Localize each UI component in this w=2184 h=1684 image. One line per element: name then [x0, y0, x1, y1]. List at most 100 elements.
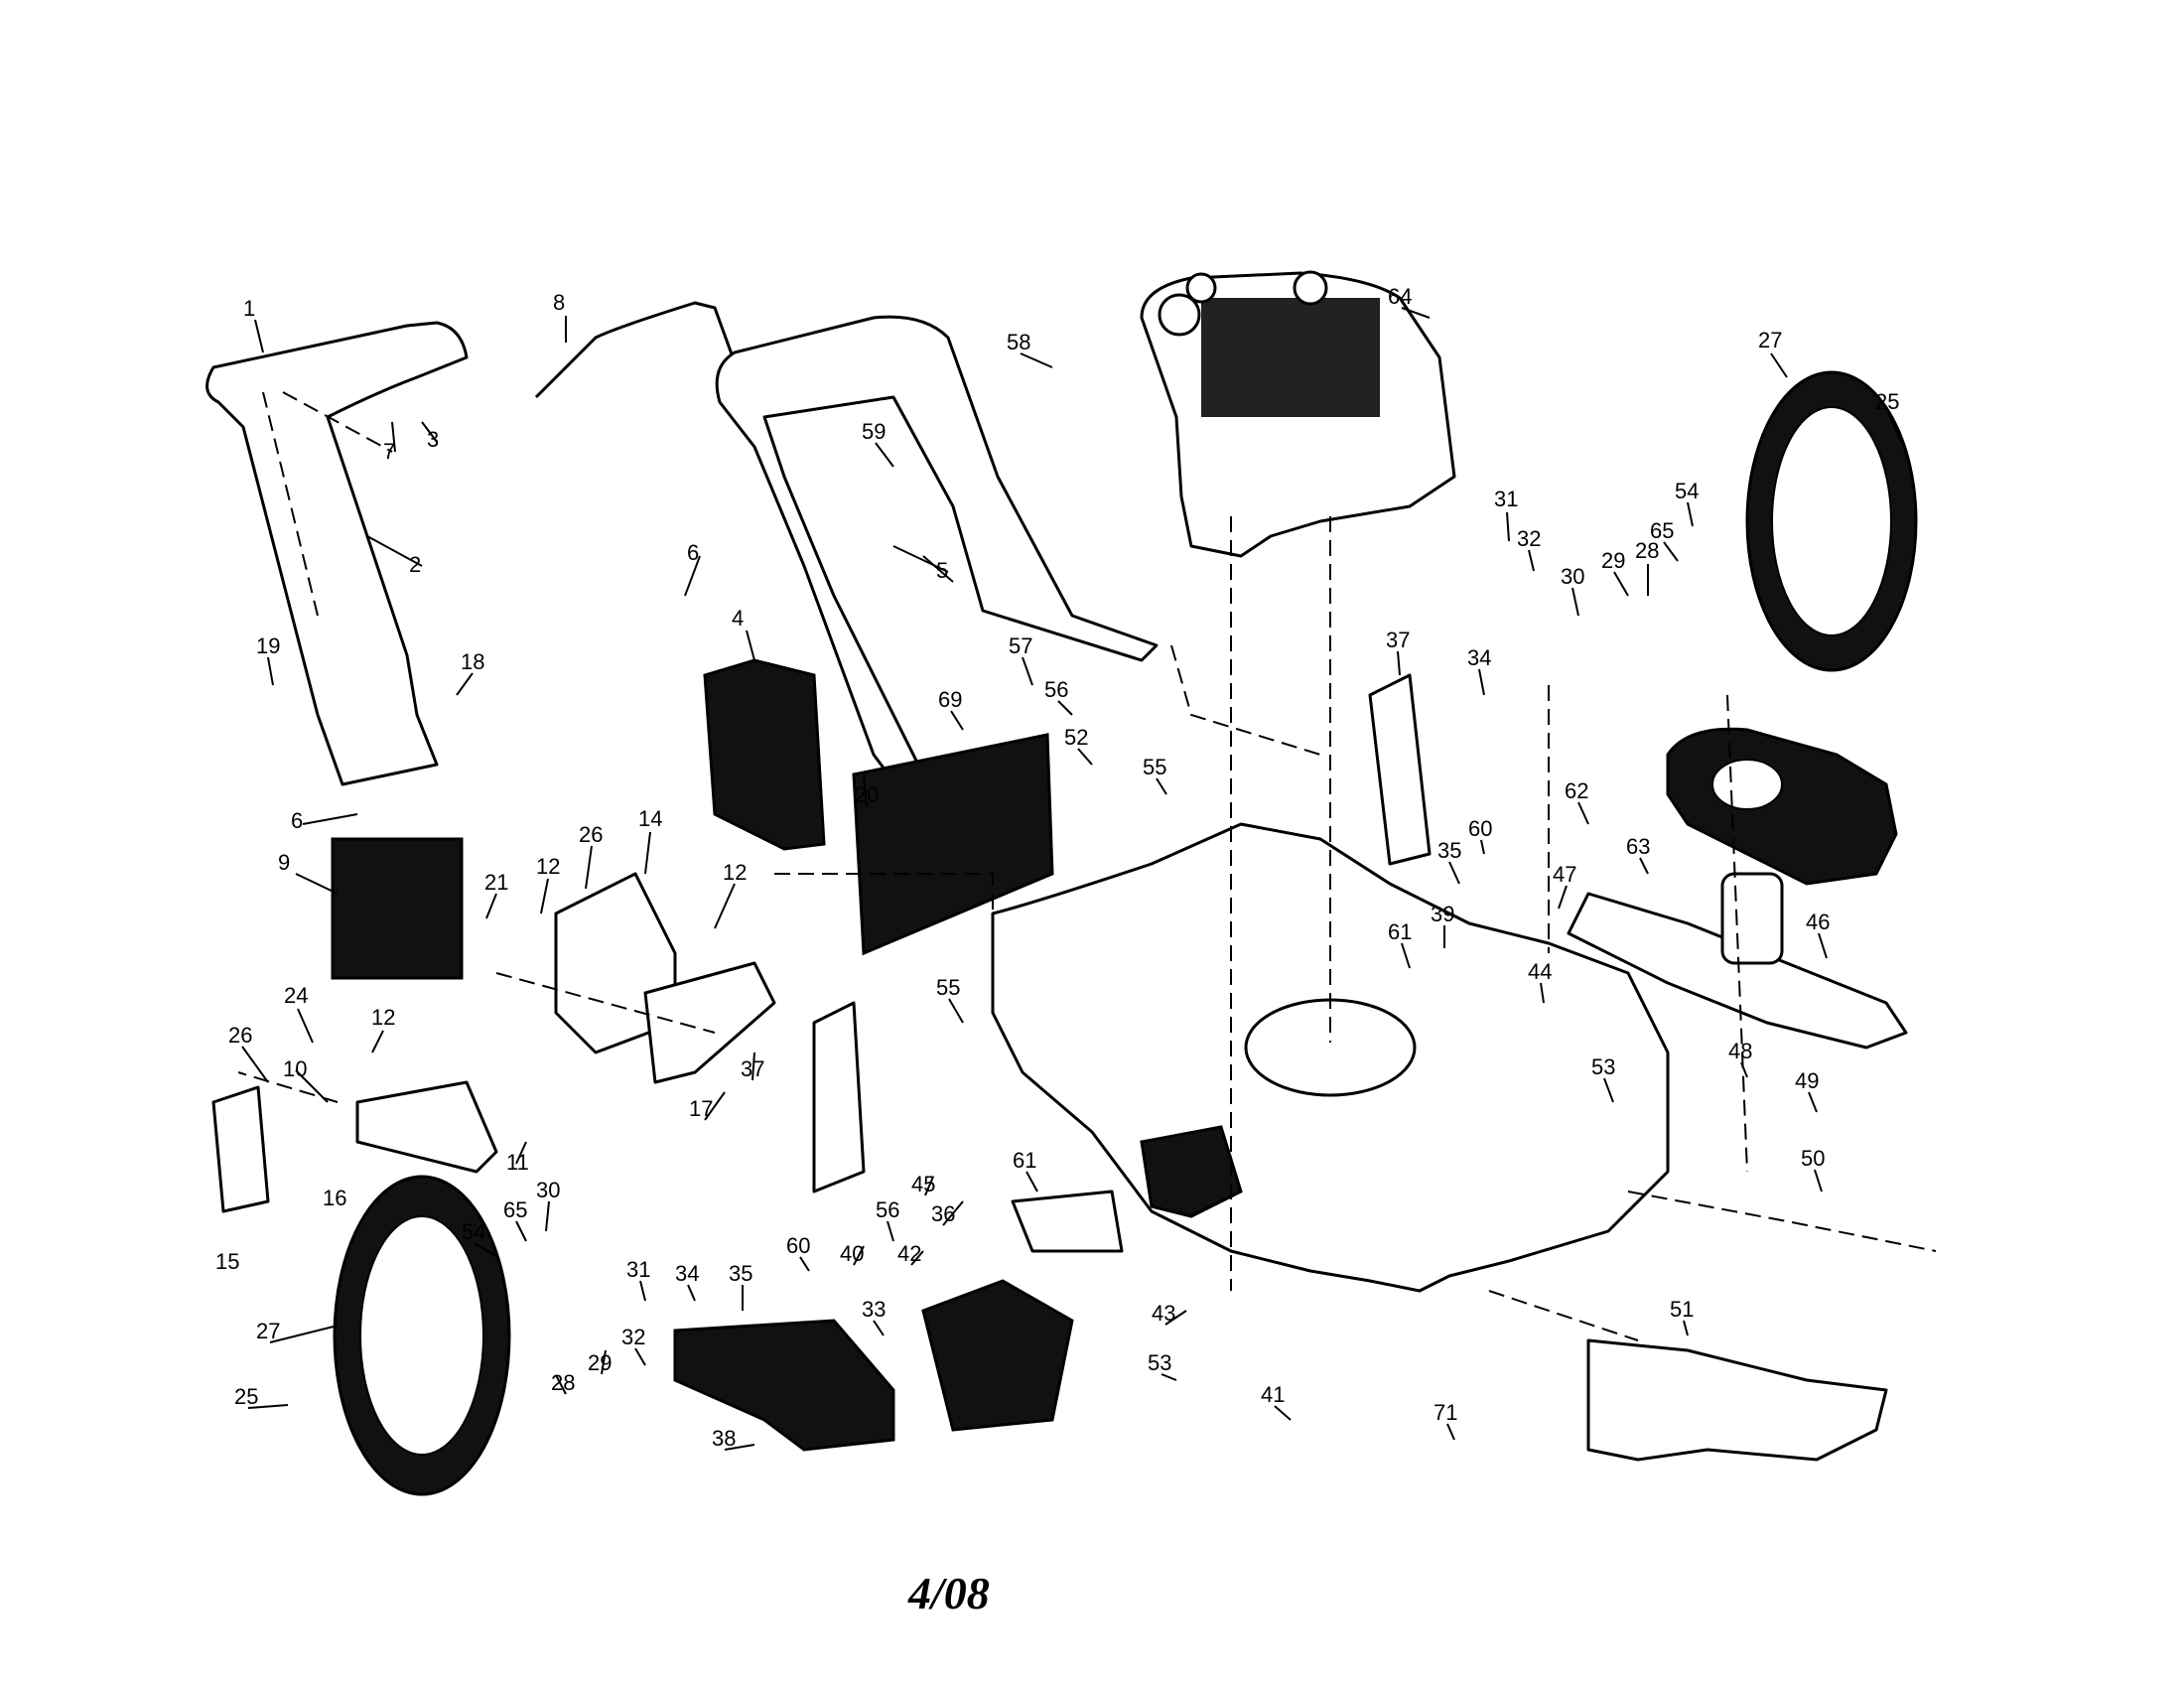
- leader-line: [254, 319, 264, 353]
- callout-label: 53: [1148, 1350, 1171, 1375]
- assembly-line-4: [1170, 644, 1321, 756]
- callout-label: 16: [323, 1186, 346, 1210]
- callout-label: 28: [551, 1370, 575, 1395]
- callout-label: 34: [1467, 645, 1491, 670]
- leader-line: [910, 1250, 924, 1266]
- leader-line: [1613, 571, 1629, 597]
- leader-line: [1683, 1320, 1689, 1336]
- callout-label: 20: [855, 782, 879, 807]
- callout-label: 12: [723, 860, 747, 885]
- callout-label: 39: [1431, 902, 1454, 926]
- callout-label: 50: [1801, 1146, 1825, 1171]
- engine-fuel-cap: [1293, 270, 1328, 306]
- leader-line: [1057, 700, 1073, 716]
- callout-label: 71: [1433, 1400, 1457, 1425]
- callout-label: 3: [427, 427, 439, 452]
- leader-line: [601, 1349, 607, 1375]
- callout-label: 12: [371, 1005, 395, 1030]
- leader-line: [1160, 1373, 1177, 1381]
- leader-line: [873, 1320, 885, 1336]
- leader-line: [474, 1242, 497, 1257]
- height-adjuster-39: [1368, 673, 1432, 866]
- leader-line: [1571, 587, 1579, 617]
- callout-label: 37: [1386, 628, 1410, 652]
- callout-label: 19: [256, 633, 280, 658]
- assembly-line-7: [1627, 1191, 1937, 1252]
- leader-line: [1478, 668, 1485, 696]
- axle-36: [1011, 1190, 1124, 1253]
- leader-line: [687, 1284, 696, 1302]
- rear-door: [852, 733, 1054, 956]
- callout-label: 21: [484, 870, 508, 895]
- leader-line: [241, 1046, 269, 1083]
- leader-line: [853, 1245, 865, 1266]
- callout-label: 31: [1494, 487, 1518, 511]
- callout-label: 57: [1009, 633, 1032, 658]
- callout-label: 54: [462, 1219, 485, 1244]
- callout-label: 34: [675, 1261, 699, 1286]
- leader-line: [1506, 511, 1510, 542]
- leader-line: [585, 845, 593, 890]
- leader-line: [1577, 801, 1589, 825]
- leader-line: [1808, 1091, 1818, 1113]
- leader-line: [1164, 1310, 1187, 1326]
- deck-discharge-opening: [1140, 1125, 1243, 1218]
- callout-label: 6: [687, 540, 699, 565]
- callout-label: 8: [553, 290, 565, 315]
- leader-line: [1077, 748, 1093, 766]
- assembly-line-8: [1488, 1290, 1639, 1341]
- callout-labels: 1 2 3 4 5 6 6 7 8 9 10 11 12 12 12 14 15…: [215, 284, 1899, 1451]
- callout-label: 58: [1007, 330, 1030, 354]
- leader-line: [295, 1069, 329, 1103]
- callout-label: 26: [228, 1023, 252, 1048]
- leader-line: [799, 1256, 810, 1272]
- callout-label: 29: [1601, 548, 1625, 573]
- callout-label: 36: [931, 1201, 955, 1226]
- callout-label: 17: [689, 1096, 713, 1121]
- callout-label: 27: [1758, 328, 1782, 352]
- callout-label: 37: [741, 1056, 764, 1081]
- leader-line: [366, 535, 423, 567]
- handle-upper-left: [205, 321, 469, 786]
- rear-skirt: [1586, 1338, 1888, 1462]
- leader-line: [1740, 1061, 1748, 1078]
- leader-line: [1558, 885, 1568, 910]
- callout-label: 30: [1561, 564, 1584, 589]
- callout-label: 35: [729, 1261, 752, 1286]
- callout-label: 55: [1143, 755, 1166, 779]
- callout-label: 33: [862, 1297, 886, 1322]
- callout-label: 5: [936, 558, 948, 583]
- leader-line: [456, 672, 474, 696]
- leader-line: [247, 1404, 289, 1409]
- side-discharge: [673, 1319, 895, 1452]
- callout-label: 6: [291, 808, 303, 833]
- leader-line: [1639, 857, 1649, 875]
- leader-line: [545, 1200, 550, 1232]
- engine-fins: [1201, 298, 1380, 417]
- callout-label: 27: [256, 1319, 280, 1343]
- assembly-line-9: [495, 972, 716, 1034]
- assembly-line-3: [1726, 694, 1748, 1173]
- baffle: [1666, 727, 1898, 886]
- mulch-cover: [921, 1279, 1074, 1432]
- leader-line: [1687, 501, 1694, 527]
- leader-line: [269, 1325, 339, 1343]
- callout-label: 40: [840, 1241, 864, 1266]
- callout-label: 47: [1553, 862, 1576, 887]
- callout-label: 65: [1650, 518, 1674, 543]
- leader-line: [555, 1374, 567, 1395]
- leader-line: [1020, 352, 1053, 368]
- callout-label: 43: [1152, 1301, 1175, 1326]
- callout-label: 35: [1437, 838, 1461, 863]
- callout-label: 2: [409, 552, 421, 577]
- callout-label: 30: [536, 1178, 560, 1202]
- leader-line: [1603, 1077, 1614, 1103]
- callout-label: 7: [383, 439, 395, 464]
- callout-label: 55: [936, 975, 960, 1000]
- callout-label: 26: [579, 822, 603, 847]
- callout-label: 25: [1875, 389, 1899, 414]
- leader-line: [892, 545, 949, 573]
- callout-label: 60: [1468, 816, 1492, 841]
- leader-line: [634, 1347, 646, 1366]
- leader-line: [1401, 307, 1431, 319]
